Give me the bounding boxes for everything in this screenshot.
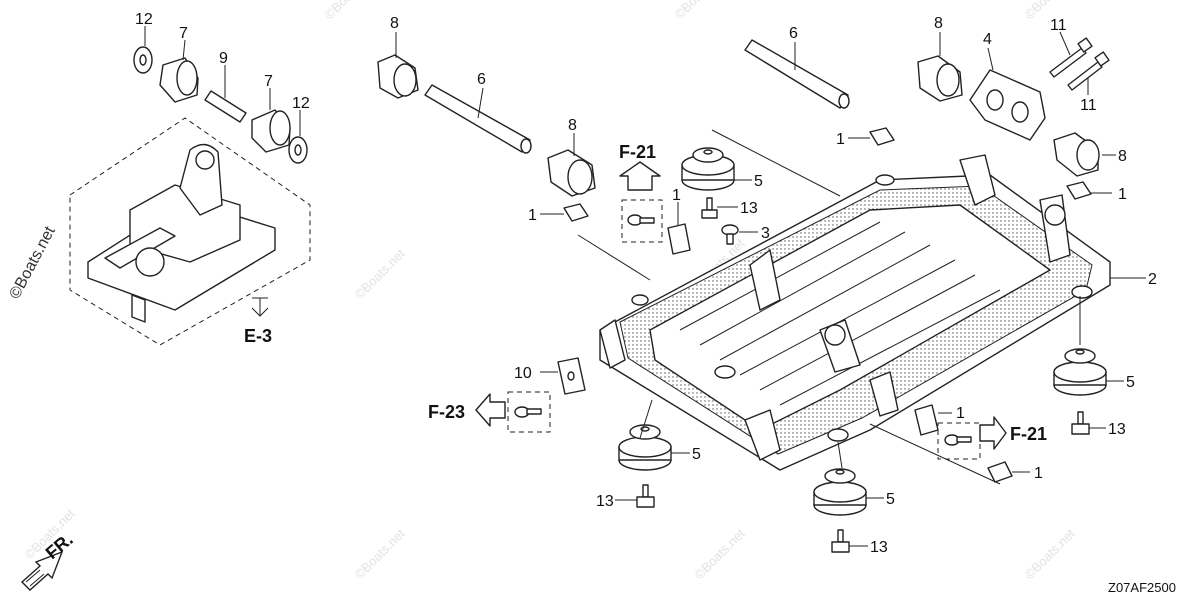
f21-right-arrow bbox=[979, 416, 1007, 450]
screw-box bbox=[507, 391, 551, 433]
callout-5: 5 bbox=[1126, 374, 1135, 391]
callout-8: 8 bbox=[934, 15, 943, 32]
ref-e3: E-3 bbox=[244, 326, 272, 346]
callout-3: 3 bbox=[761, 225, 770, 242]
f21-top-arrow bbox=[619, 161, 661, 191]
rubber-mount-right bbox=[1053, 348, 1107, 396]
callout-1: 1 bbox=[836, 131, 845, 148]
callout-1: 1 bbox=[956, 405, 965, 422]
callout-10: 10 bbox=[514, 365, 532, 382]
callout-8: 8 bbox=[390, 15, 399, 32]
rubber-mount-left bbox=[618, 424, 672, 471]
bolts bbox=[636, 197, 1090, 553]
callout-12: 12 bbox=[135, 11, 153, 28]
top-right-parts bbox=[917, 37, 1110, 177]
watermark: ©Boats.net bbox=[352, 246, 408, 302]
e3-arrow bbox=[251, 297, 269, 317]
rubber-mount-top bbox=[681, 147, 735, 191]
callout-11: 11 bbox=[1050, 17, 1067, 34]
callout-8: 8 bbox=[1118, 148, 1127, 165]
ref-f21: F-21 bbox=[1010, 424, 1047, 444]
callout-5: 5 bbox=[754, 173, 763, 190]
callout-13: 13 bbox=[740, 200, 758, 217]
callout-13: 13 bbox=[870, 539, 888, 556]
callout-1: 1 bbox=[1034, 465, 1043, 482]
callout-5: 5 bbox=[692, 446, 701, 463]
left-bushing-group bbox=[133, 46, 308, 164]
callout-12: 12 bbox=[292, 95, 310, 112]
callout-6: 6 bbox=[789, 25, 798, 42]
callout-8: 8 bbox=[568, 117, 577, 134]
ref-f21: F-21 bbox=[619, 142, 656, 162]
watermark: ©Boats.net bbox=[672, 0, 728, 22]
clips bbox=[563, 127, 1092, 483]
copyright-watermark: ©Boats.net bbox=[7, 223, 60, 302]
callout-13: 13 bbox=[1108, 421, 1126, 438]
ref-f23: F-23 bbox=[428, 402, 465, 422]
callout-1: 1 bbox=[672, 187, 681, 204]
screw-box bbox=[937, 422, 981, 460]
callout-11: 11 bbox=[1080, 97, 1097, 114]
callout-7: 7 bbox=[264, 73, 273, 90]
mount-bracket-inset bbox=[69, 117, 311, 346]
callout-5: 5 bbox=[886, 491, 895, 508]
callout-1: 1 bbox=[528, 207, 537, 224]
screw-box bbox=[621, 199, 663, 243]
callout-6: 6 bbox=[477, 71, 486, 88]
callout-7: 7 bbox=[179, 25, 188, 42]
rubber-mount-bottom bbox=[813, 468, 867, 516]
callout-4: 4 bbox=[983, 31, 992, 48]
callout-1: 1 bbox=[1118, 186, 1127, 203]
callout-2: 2 bbox=[1148, 271, 1157, 288]
diagram-code: Z07AF2500 bbox=[1108, 580, 1176, 595]
f23-arrow bbox=[475, 393, 506, 427]
watermark: ©Boats.net bbox=[352, 526, 408, 582]
main-frame bbox=[599, 154, 1111, 471]
callout-13: 13 bbox=[596, 493, 614, 510]
front-arrow-icon bbox=[20, 550, 64, 591]
callout-9: 9 bbox=[219, 50, 228, 67]
top-middle-parts bbox=[377, 39, 850, 197]
watermark: ©Boats.net bbox=[1022, 526, 1078, 582]
watermark: ©Boats.net bbox=[322, 0, 378, 22]
watermark: ©Boats.net bbox=[692, 526, 748, 582]
